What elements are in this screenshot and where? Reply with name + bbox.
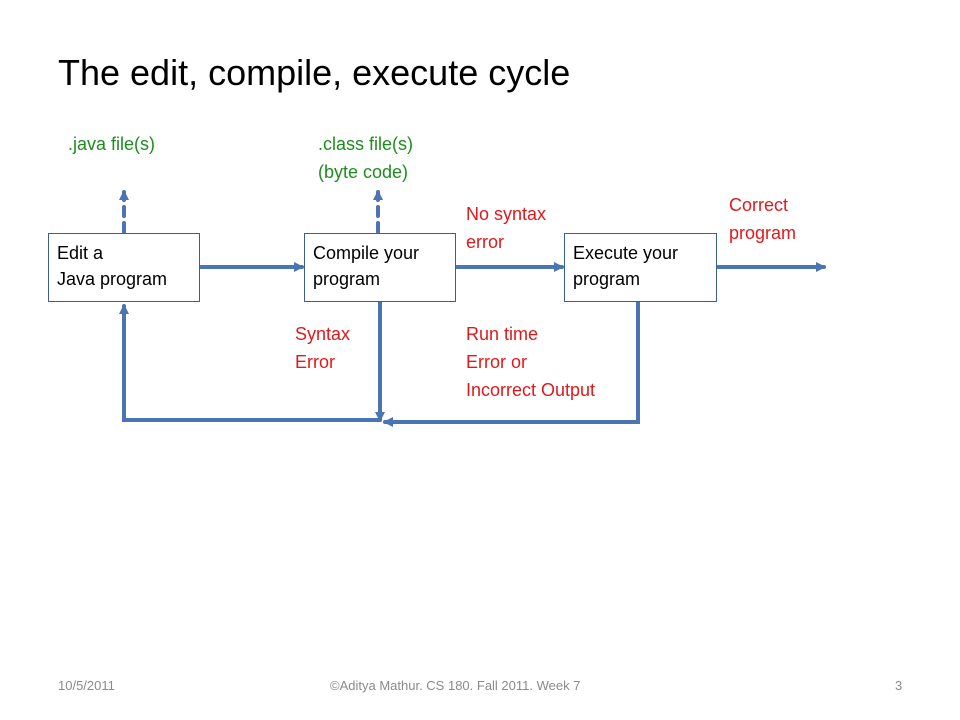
return-to-edit-arrow [119, 304, 382, 422]
java-files-label: .java file(s) [68, 134, 156, 154]
slide-title: The edit, compile, execute cycle [58, 52, 571, 93]
correct-program-label: Correct program [729, 195, 797, 243]
syntax-error-label: Syntax Error [295, 324, 351, 372]
runtime-error-label: Run time Error or Incorrect Output [466, 324, 596, 400]
no-syntax-error-label: No syntax error [466, 204, 547, 252]
execute-program-box: Execute your program [564, 233, 717, 302]
footer-date: 10/5/2011 [58, 678, 115, 693]
footer-credit: ©Aditya Mathur. CS 180. Fall 2011. Week … [330, 678, 581, 693]
runtime-error-arrow [383, 300, 640, 427]
edit-program-box: Edit a Java program [48, 233, 200, 302]
class-files-label: .class file(s) (byte code) [318, 134, 414, 182]
compile-program-box: Compile your program [304, 233, 456, 302]
page-number: 3 [895, 678, 903, 693]
